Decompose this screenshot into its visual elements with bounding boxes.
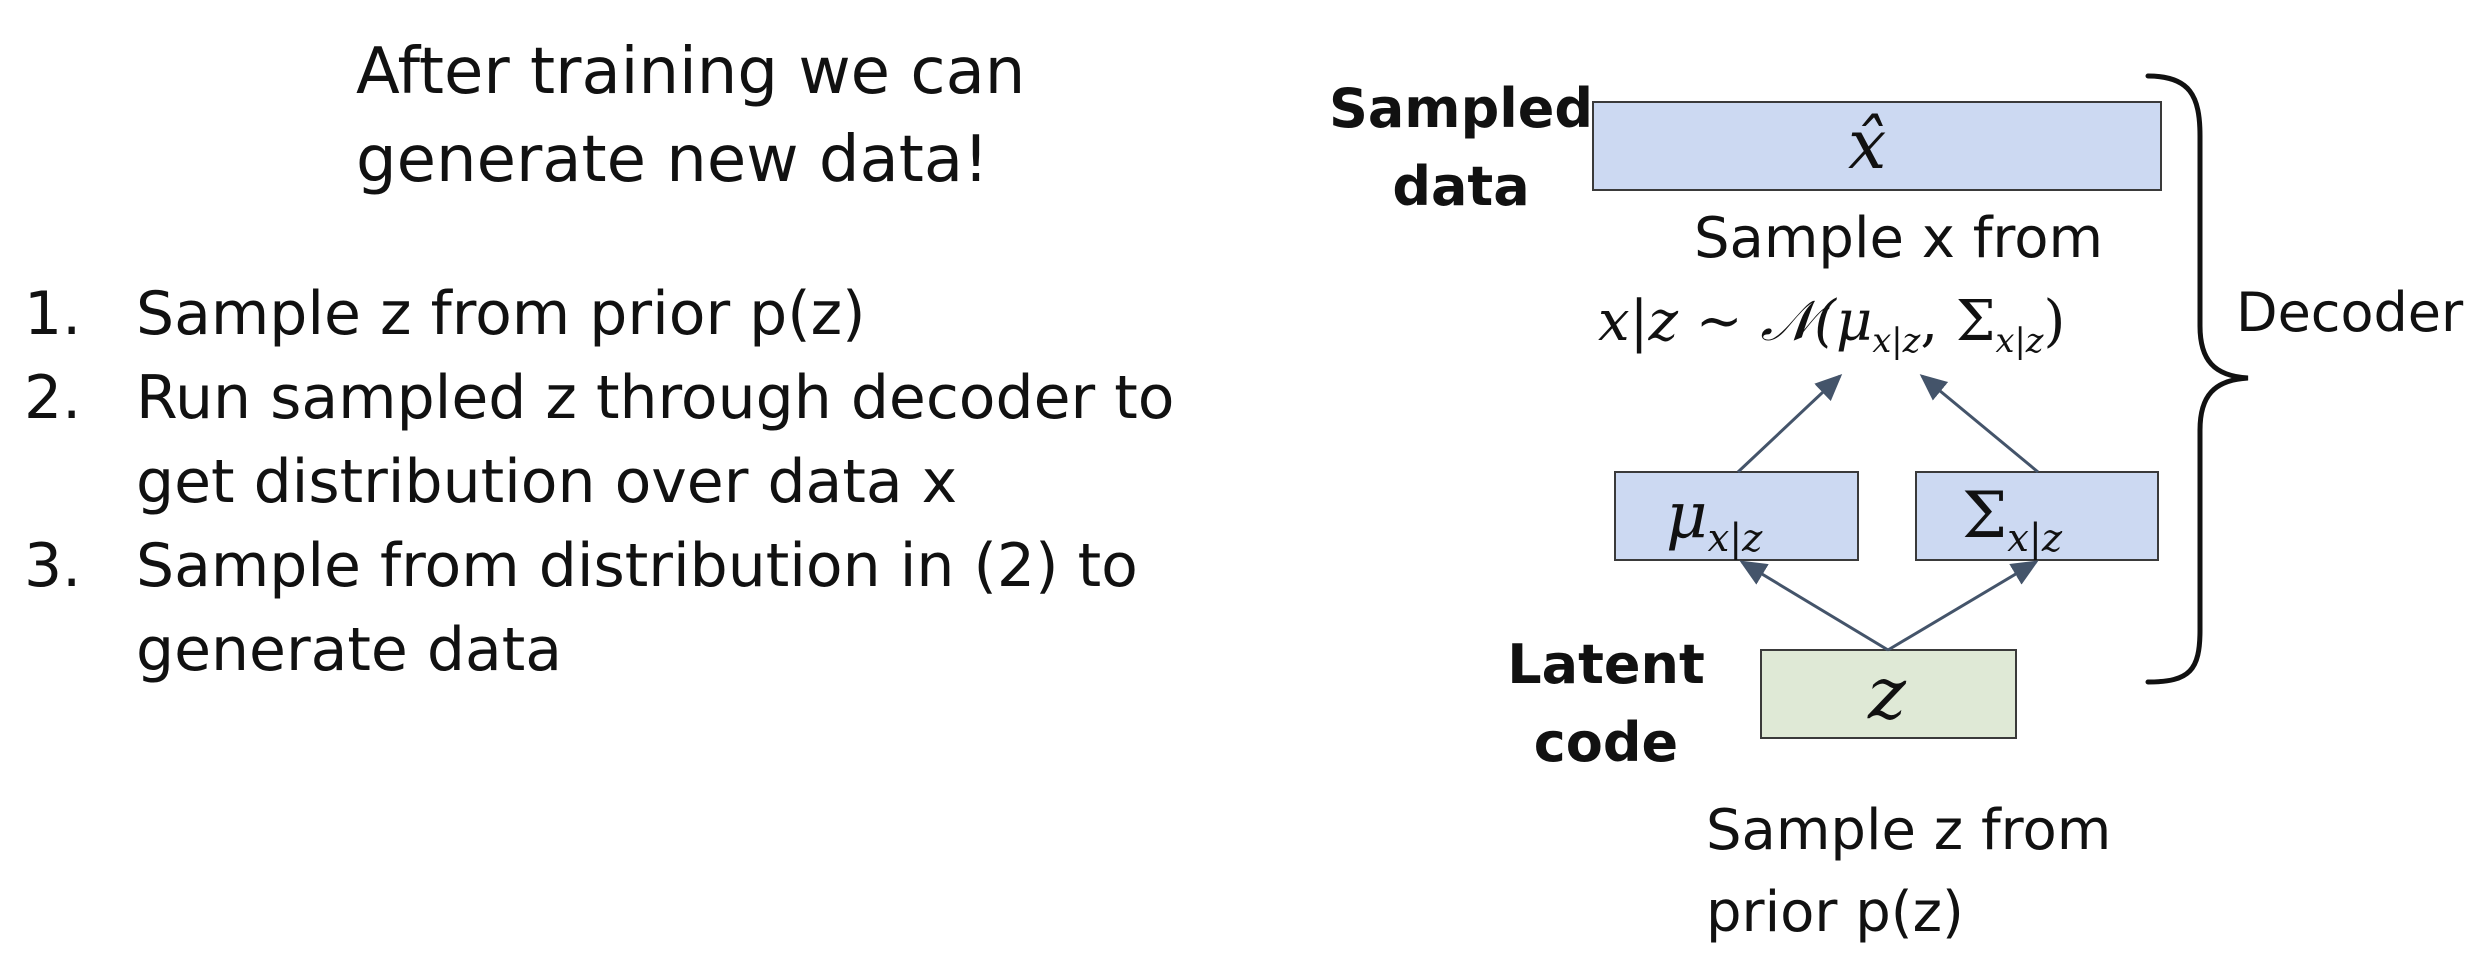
slide-heading: After training we can generate new data! bbox=[356, 28, 1116, 204]
sample-z-text: Sample z from prior p(z) bbox=[1706, 798, 2112, 945]
step-text: Sample z from prior p(z) bbox=[136, 279, 866, 349]
z-symbol: z bbox=[1868, 651, 1906, 735]
sample-x-text: Sample x from bbox=[1694, 206, 2104, 271]
step-item: 3. Sample from distribution in (2) to ge… bbox=[24, 524, 1175, 692]
step-item: 2. Run sampled z through decoder to get … bbox=[24, 356, 1175, 524]
decoder-brace bbox=[2145, 73, 2249, 685]
step-text: get distribution over data x bbox=[136, 447, 958, 517]
sigma-symbol: Σx|z bbox=[1962, 479, 2063, 561]
step-number: 3. bbox=[24, 531, 82, 601]
arrow-sigma-to-distribution bbox=[1919, 374, 2039, 474]
heading-line-2: generate new data! bbox=[356, 123, 989, 197]
step-number: 2. bbox=[24, 363, 82, 433]
arrow-z-to-sigma bbox=[1887, 560, 2039, 652]
sigma-box bbox=[1915, 471, 2159, 561]
sampled-data-box bbox=[1592, 101, 2162, 191]
step-text: Sample from distribution in (2) to bbox=[136, 531, 1138, 601]
step-item: 1. Sample z from prior p(z) bbox=[24, 272, 1175, 356]
steps-list: 1. Sample z from prior p(z) 2. Run sampl… bbox=[24, 272, 1175, 692]
arrow-mu-to-distribution bbox=[1736, 373, 1843, 474]
latent-code-label: Latent code bbox=[1507, 633, 1705, 774]
sampled-data-label: Sampled data bbox=[1328, 77, 1594, 218]
step-text: generate data bbox=[136, 615, 563, 685]
step-text: Run sampled z through decoder to bbox=[136, 363, 1175, 433]
step-number: 1. bbox=[24, 279, 82, 349]
distribution-formula: x|z ~ 𝒩(μx|z, Σx|z) bbox=[1598, 289, 2066, 361]
heading-line-1: After training we can bbox=[356, 35, 1026, 109]
mu-box bbox=[1614, 471, 1859, 561]
x-hat-symbol: x̂ bbox=[1848, 106, 1887, 185]
mu-symbol: μx|z bbox=[1666, 479, 1763, 561]
arrow-z-to-mu bbox=[1739, 560, 1889, 652]
decoder-label: Decoder bbox=[2236, 281, 2464, 344]
